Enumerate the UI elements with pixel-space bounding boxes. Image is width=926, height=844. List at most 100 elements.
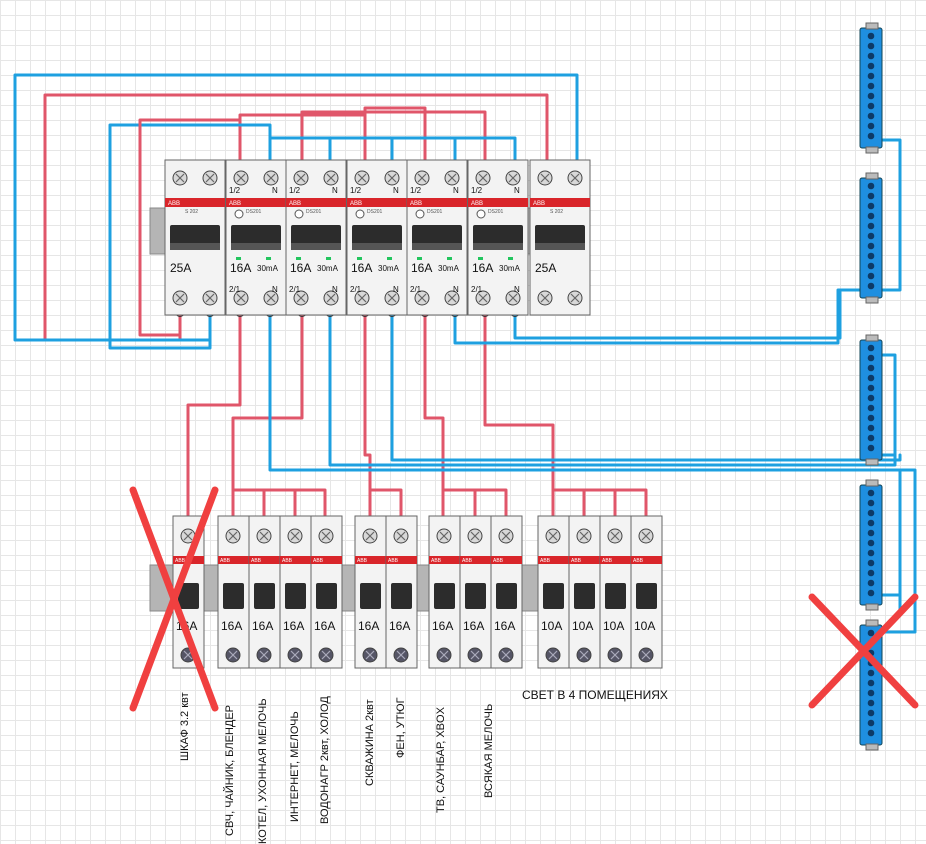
brand-logo: ABB [533,201,545,207]
neutral-wire [880,468,917,634]
terminal-screw [354,170,370,186]
bus-hole [867,519,875,527]
toggle-base [291,243,341,250]
cross-stroke [808,593,919,709]
bus-hole [867,192,875,200]
brand-logo: ABB [357,558,368,564]
brand-logo: ABB [462,558,473,564]
bus-hole [867,669,875,677]
bus-hole [867,52,875,60]
pole-label: 2/1 [471,285,483,294]
terminal-screw [318,647,334,663]
status-led [417,257,422,260]
bus-hole [867,569,875,577]
rating-label: 16A [358,619,379,633]
bus-mount [865,334,879,342]
bus-mount [865,479,879,487]
brand-logo: ABB [313,558,324,564]
terminal-screw [505,290,521,306]
toggle-lever [223,583,244,609]
terminal-screw [545,528,561,544]
toggle-lever [636,583,657,609]
rating-label: 16A [472,261,493,275]
toggle-base [231,243,281,250]
toggle-lever [574,583,595,609]
neutral-wire [328,310,897,467]
model-label: DS201 [427,209,443,215]
status-led [357,257,362,260]
bus-hole [867,444,875,452]
rating-label: 16A [290,261,311,275]
terminal-screw [498,528,514,544]
rating-label: 16A [221,619,242,633]
circuit-label-lighting: СВЕТ В 4 ПОМЕЩЕНИЯХ [522,688,668,702]
toggle-base [352,243,402,250]
rating-label: 10A [603,619,624,633]
cross-out-marks [129,486,919,712]
terminal-screw [436,647,452,663]
terminal-screw [323,290,339,306]
model-label: DS201 [306,209,322,215]
terminal-screw [467,528,483,544]
terminal-screw [293,170,309,186]
bus-hole [867,434,875,442]
terminal-screw [576,528,592,544]
brand-band [538,556,569,564]
terminal-screw [537,290,553,306]
toggle-lever [496,583,517,609]
terminal-screw [318,528,334,544]
bus-hole [867,242,875,250]
rating-label: 16A [411,261,432,275]
rating-label: 25A [170,261,191,275]
status-led [447,257,452,260]
status-led [326,257,331,260]
brand-band [468,198,528,207]
bus-hole [867,679,875,687]
test-button [294,209,304,219]
pole-label: N [453,285,459,294]
brand-band [407,198,467,207]
terminal-screw [444,290,460,306]
status-led [508,257,513,260]
toggle-base [170,243,220,250]
status-led [478,257,483,260]
pole-label: N [332,285,338,294]
bus-mount [865,146,879,154]
rating-label: 16A [252,619,273,633]
brand-logo: ABB [471,201,483,207]
rating-label: 16A [389,619,410,633]
terminal-screw [384,290,400,306]
terminal-screw [287,647,303,663]
model-label: S 202 [185,209,198,215]
phase-wire [368,488,403,522]
phase-wire [231,310,327,522]
bus-hole [867,509,875,517]
terminal-screw [263,290,279,306]
terminal-screw [498,647,514,663]
test-button [355,209,365,219]
pole-label: 2/1 [410,285,422,294]
neutral-wire [390,310,902,462]
brand-logo: ABB [410,201,422,207]
toggle-lever [465,583,486,609]
brand-band [249,556,280,564]
rating-label: 25A [535,261,556,275]
toggle-lever [434,583,455,609]
toggle-lever [543,583,564,609]
terminal-screw [537,170,553,186]
brand-band [218,556,249,564]
pole-label: N [453,186,459,195]
pole-label: 1/2 [289,186,301,195]
rating-label: 10A [541,619,562,633]
bus-hole [867,549,875,557]
sensitivity-label: 30mA [257,264,279,273]
toggle-base [535,243,585,250]
brand-logo: ABB [168,201,180,207]
toggle-lever [254,583,275,609]
